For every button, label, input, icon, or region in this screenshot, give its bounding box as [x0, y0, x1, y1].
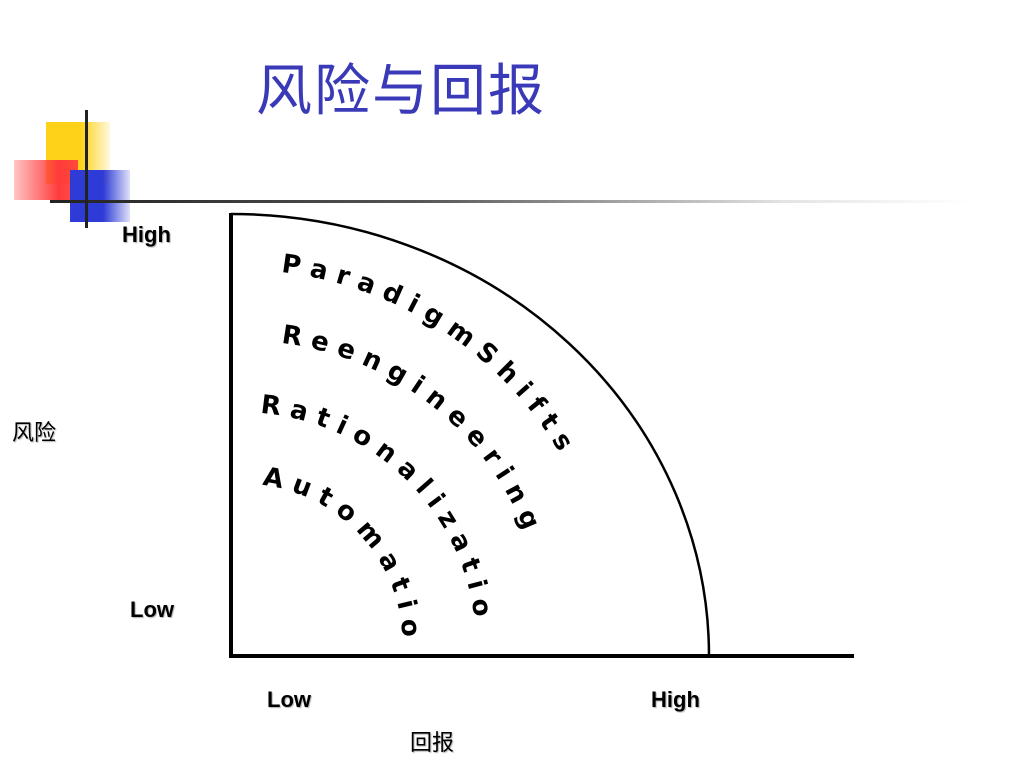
y-axis-title: 风险	[12, 421, 57, 446]
decorative-red-square	[14, 160, 78, 200]
band-label-automation: A u t o m a t i o n	[0, 0, 426, 638]
x-axis-high-label: High	[651, 687, 700, 712]
decorative-blue-square	[70, 170, 130, 222]
slide-title: 风险与回报	[256, 59, 546, 124]
y-axis-low-label: Low	[130, 597, 174, 622]
x-axis-low-label: Low	[267, 687, 311, 712]
decorative-vertical-rule	[85, 110, 88, 228]
y-axis-high-label: High	[122, 222, 171, 247]
title-underline-rule	[50, 200, 970, 203]
quarter-circle-arc	[230, 212, 711, 657]
x-axis-title: 回报	[410, 731, 455, 756]
